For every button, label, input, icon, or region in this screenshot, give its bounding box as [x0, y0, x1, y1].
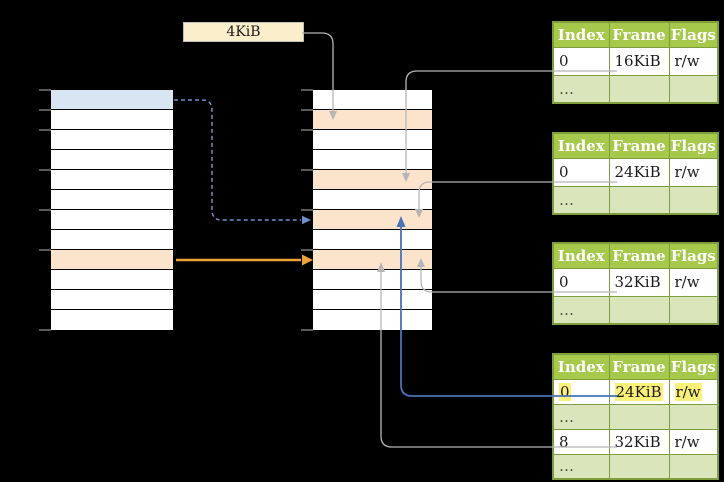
page-table-24kib-header-frame: Frame — [608, 132, 670, 159]
page-table-16kib-header-index: Index — [552, 21, 610, 48]
left-memory-row-6 — [51, 210, 173, 230]
page-table-bottom-row-1-cell-2 — [668, 403, 719, 430]
left-memory-row-0 — [51, 90, 173, 110]
page-table-24kib-row-0-cell-1: 24KiB — [608, 157, 670, 187]
page-table-24kib-header-flags: Flags — [668, 132, 719, 159]
page-table-32kib-row-1: … — [552, 295, 719, 325]
middle-memory-row-10 — [313, 290, 432, 310]
page-table-bottom-row-3-cell-0: … — [552, 453, 610, 480]
left-memory-row-11 — [51, 310, 173, 330]
page-table-bottom-row-3: … — [552, 453, 719, 480]
page-table-bottom-row-1: … — [552, 403, 719, 430]
middle-memory-row-1 — [313, 110, 432, 130]
page-table-24kib-row-0-cell-2: r/w — [668, 157, 719, 187]
left-memory-row-10 — [51, 290, 173, 310]
middle-memory-row-8 — [313, 250, 432, 270]
page-table-bottom-header-flags: Flags — [668, 353, 719, 380]
page-table-bottom-row-0: 0 24KiB r/w — [552, 378, 719, 405]
page-table-bottom-row-3-cell-1 — [608, 453, 670, 480]
left-memory-row-1 — [51, 110, 173, 130]
arrowhead-right-dashed-icon — [302, 215, 311, 225]
page-table-24kib-row-1-cell-1 — [608, 185, 670, 215]
middle-memory-row-6 — [313, 210, 432, 230]
middle-memory-row-9 — [313, 270, 432, 290]
page-table-16kib-row-0-cell-1: 16KiB — [608, 46, 670, 76]
middle-memory-row-5 — [313, 190, 432, 210]
page-size-label: 4KiB — [226, 24, 261, 40]
page-table-16kib-row-0-cell-0: 0 — [552, 46, 610, 76]
left-memory-row-2 — [51, 130, 173, 150]
page-table-16kib-row-1-cell-2 — [668, 74, 719, 104]
left-memory-row-4 — [51, 170, 173, 190]
page-table-16kib-header-frame: Frame — [608, 21, 670, 48]
page-table-32kib-header-frame: Frame — [608, 242, 670, 269]
middle-memory-row-11 — [313, 310, 432, 330]
middle-memory-row-7 — [313, 230, 432, 250]
page-table-bottom-row-0-cell-2: r/w — [668, 378, 719, 405]
highlighted-value: 24KiB — [614, 382, 663, 401]
page-table-bottom-row-1-cell-0: … — [552, 403, 610, 430]
page-table-bottom-row-1-cell-1 — [608, 403, 670, 430]
page-table-bottom-row-0-cell-0: 0 — [552, 378, 610, 405]
page-table-32kib-row-1-cell-0: … — [552, 295, 610, 325]
page-table-16kib-row-0-cell-2: r/w — [668, 46, 719, 76]
connector-dashed-blue-page0 — [174, 99, 301, 221]
page-table-32kib-row-1-cell-2 — [668, 295, 719, 325]
page-table-24kib-header-index: Index — [552, 132, 610, 159]
page-table-32kib-row-0-cell-1: 32KiB — [608, 267, 670, 297]
left-memory-column — [50, 89, 174, 331]
middle-memory-row-0 — [313, 90, 432, 110]
page-table-bottom-row-2-cell-2: r/w — [668, 428, 719, 455]
page-table-32kib-header-flags: Flags — [668, 242, 719, 269]
middle-memory-row-2 — [313, 130, 432, 150]
left-memory-row-5 — [51, 190, 173, 210]
page-table-24kib-row-1-cell-2 — [668, 185, 719, 215]
page-table-bottom-row-0-cell-1: 24KiB — [608, 378, 670, 405]
left-memory-row-7 — [51, 230, 173, 250]
page-table-16kib-row-1-cell-1 — [608, 74, 670, 104]
highlighted-value: 0 — [559, 382, 571, 401]
page-table-16kib-row-1: … — [552, 74, 719, 104]
page-table-16kib-row-1-cell-0: … — [552, 74, 610, 104]
page-table-32kib-header-index: Index — [552, 242, 610, 269]
page-table-32kib-row-0-cell-0: 0 — [552, 267, 610, 297]
page-table-16kib-header-flags: Flags — [668, 21, 719, 48]
page-table-32kib-row-1-cell-1 — [608, 295, 670, 325]
page-table-bottom-header-frame: Frame — [608, 353, 670, 380]
middle-memory-column — [312, 89, 433, 331]
page-table-24kib-row-0-cell-0: 0 — [552, 157, 610, 187]
middle-memory-row-3 — [313, 150, 432, 170]
left-memory-row-9 — [51, 270, 173, 290]
middle-memory-row-4 — [313, 170, 432, 190]
page-table-bottom-row-3-cell-2 — [668, 453, 719, 480]
left-memory-row-8 — [51, 250, 173, 270]
page-table-24kib-row-1-cell-0: … — [552, 185, 610, 215]
left-memory-row-3 — [51, 150, 173, 170]
page-table-bottom-row-2-cell-1: 32KiB — [608, 428, 670, 455]
page-table-bottom-header-index: Index — [552, 353, 610, 380]
page-table-24kib-row-1: … — [552, 185, 719, 215]
page-size-label-box: 4KiB — [183, 22, 304, 42]
highlighted-value: r/w — [674, 382, 702, 401]
page-table-32kib-row-0-cell-2: r/w — [668, 267, 719, 297]
page-table-bottom-row-2-cell-0: 8 — [552, 428, 610, 455]
